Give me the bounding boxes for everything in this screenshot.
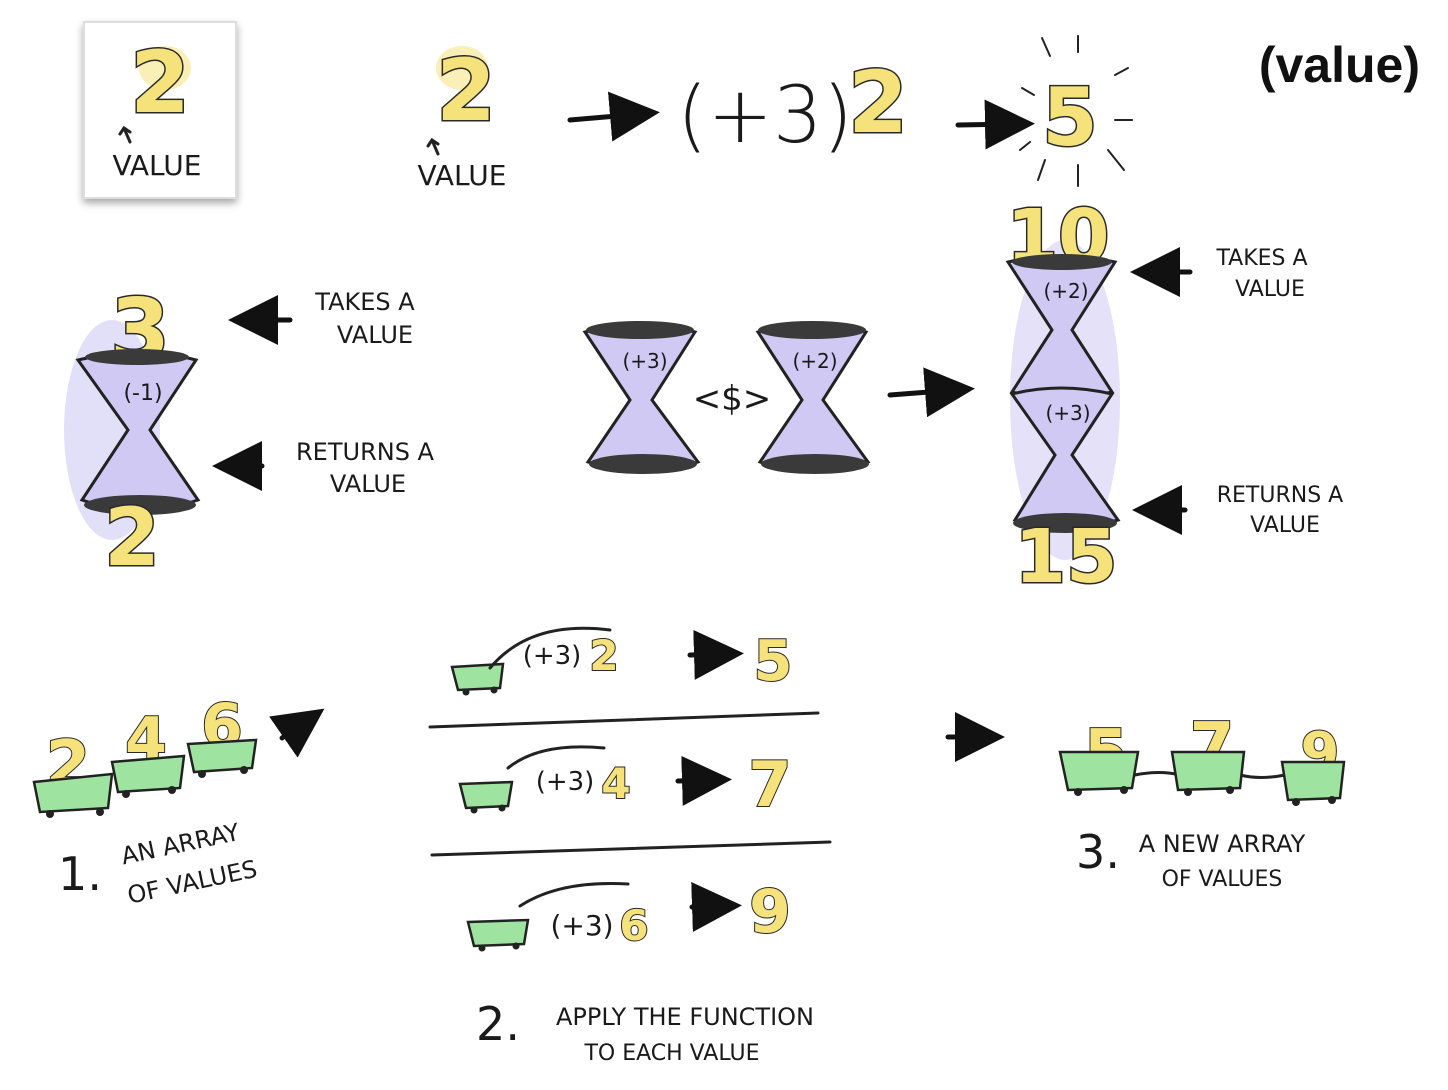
stacked-function-glasses: 10 (+2) (+3) 15 TAKES A VALUE RETURNS A … — [1005, 193, 1343, 602]
value-card-number: 2 — [130, 33, 190, 133]
step1-array: 2 4 6 1. AN ARRAY OF VALUES — [32, 690, 325, 910]
arrow-icon — [675, 755, 732, 806]
step1-index: 1. — [58, 847, 102, 901]
step3-label-2: OF VALUES — [1162, 867, 1283, 892]
step2-apply: (+3) 2 5 (+3) 4 7 (+3) 6 9 2. APPLY THE … — [428, 626, 832, 1066]
single-function-glass: 3 (-1) 2 TAKES A VALUE RETURNS A VALUE — [64, 280, 435, 586]
stacked-top-function: (+2) — [1043, 279, 1088, 303]
pointer-arrow-icon — [118, 125, 132, 144]
pointer-arrow-icon — [426, 137, 440, 156]
arrow-icon — [955, 99, 1035, 150]
apply-input: 4 — [601, 759, 630, 808]
apply-result: 7 — [748, 748, 791, 821]
stacked-returns-label-2: VALUE — [1250, 513, 1320, 538]
compose-glasses: (+3) <$> (+2) — [582, 321, 975, 474]
compose-left-function: (+3) — [622, 349, 667, 373]
arrow-icon — [269, 708, 325, 758]
compose-operator: <$> — [693, 379, 772, 419]
single-function-label: (-1) — [123, 381, 162, 406]
apply-input: 2 — [589, 631, 618, 680]
step2-label-1: APPLY THE FUNCTION — [556, 1003, 814, 1031]
stacked-output-number: 15 — [1015, 514, 1118, 600]
row1-applied-number: 2 — [848, 53, 908, 153]
stacked-returns-label-1: RETURNS A — [1217, 483, 1343, 508]
stacked-takes-label-1: TAKES A — [1215, 246, 1307, 271]
page-title: (value) — [1259, 37, 1420, 93]
step2-index: 2. — [476, 997, 520, 1051]
apply-function: (+3) — [550, 909, 613, 942]
step3-label-1: A NEW ARRAY — [1139, 830, 1306, 858]
step3-new-array: 5 7 9 3. A NEW ARRAY OF VALUES — [945, 709, 1346, 892]
stacked-takes-label-2: VALUE — [1235, 277, 1305, 302]
apply-input: 6 — [619, 901, 648, 950]
value-card: 2 VALUE — [83, 21, 237, 199]
apply-result: 9 — [749, 877, 791, 947]
single-takes-label-1: TAKES A — [314, 288, 415, 316]
arrow-icon — [689, 882, 742, 932]
arrow-icon — [887, 367, 975, 418]
row1-input-label: VALUE — [418, 159, 507, 192]
apply-line: (+3) 4 7 — [458, 745, 793, 822]
single-returns-label-1: RETURNS A — [296, 438, 435, 466]
arrow-icon — [687, 629, 744, 680]
single-returns-label-2: VALUE — [330, 470, 406, 498]
apply-line: (+3) 6 9 — [466, 876, 792, 952]
apply-function: (+3) — [536, 767, 595, 797]
stacked-bottom-function: (+3) — [1045, 401, 1090, 425]
arrow-icon — [567, 91, 660, 142]
row1-add-three: 2 VALUE (+3) 2 5 — [418, 35, 1133, 192]
compose-right-function: (+2) — [792, 349, 837, 373]
row1-function: (+3) — [677, 71, 853, 161]
apply-function: (+3) — [523, 641, 582, 671]
row1-input-number: 2 — [436, 41, 496, 141]
sparkle-icon — [1019, 35, 1133, 187]
step3-index: 3. — [1076, 825, 1120, 879]
single-output-number: 2 — [104, 491, 160, 584]
apply-line: (+3) 2 5 — [450, 626, 793, 696]
apply-result: 5 — [754, 629, 793, 694]
row1-result: 5 — [1042, 71, 1098, 164]
step2-label-2: TO EACH VALUE — [583, 1041, 759, 1066]
single-takes-label-2: VALUE — [337, 321, 413, 349]
value-card-label: VALUE — [113, 149, 202, 182]
